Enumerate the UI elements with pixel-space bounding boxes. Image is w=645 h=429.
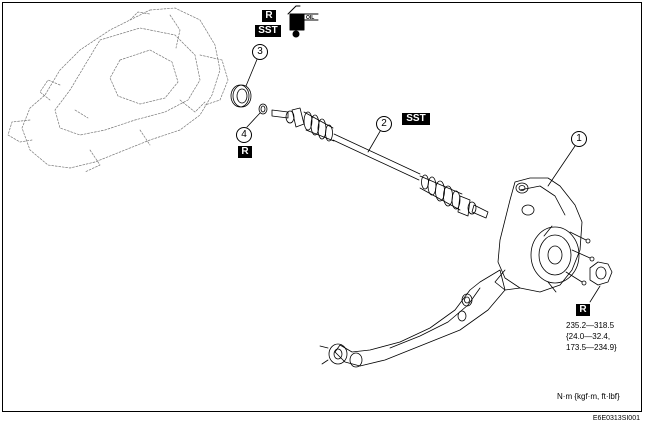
oil-seal-part (230, 84, 252, 108)
replace-badge-clip: R (238, 146, 252, 158)
leader-clip (246, 112, 261, 128)
callout-oil-seal: 3 (252, 44, 268, 60)
drive-shaft-part (271, 107, 489, 219)
oil-can-label: OIL (306, 15, 315, 21)
knuckle-hub-part (494, 177, 595, 293)
torque-spec-line-2: {24.0—32.4, (566, 332, 611, 341)
replace-badge-nut: R (576, 304, 590, 316)
figure-code: E6E0313SI001 (592, 415, 640, 422)
torque-spec: 235.2—318.5 {24.0—32.4, 173.5—234.9} (566, 320, 617, 353)
sst-badge-top: SST (255, 25, 281, 37)
sst-badge-drive-shaft: SST (402, 113, 430, 125)
oil-can-icon (287, 5, 319, 38)
torque-spec-line-3: 173.5—234.9} (566, 343, 617, 352)
callout-knuckle: 1 (571, 131, 587, 147)
lower-arm-part (319, 269, 506, 368)
hub-nut-part (589, 261, 613, 286)
leader-drive-shaft (367, 127, 383, 153)
callout-clip: 4 (236, 127, 252, 143)
replace-badge-top: R (262, 10, 276, 22)
leader-hub-nut (589, 285, 601, 303)
callout-drive-shaft: 2 (376, 116, 392, 132)
units-label: N·m {kgf·m, ft·lbf} (557, 392, 620, 401)
diagram-frame (2, 2, 642, 412)
leader-knuckle (547, 142, 578, 187)
leader-oil-seal (245, 56, 259, 87)
torque-spec-line-1: 235.2—318.5 (566, 321, 615, 330)
transaxle-housing (7, 7, 229, 173)
clip-part (258, 103, 268, 115)
